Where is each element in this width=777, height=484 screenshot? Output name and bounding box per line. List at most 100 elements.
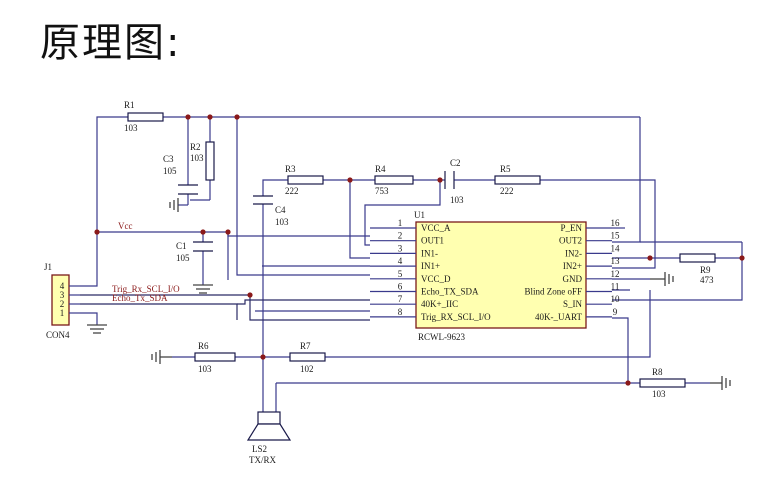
ic-pin-num: 5 <box>398 269 403 279</box>
ic-pin-num: 1 <box>398 218 403 228</box>
ic-pin-num: 4 <box>398 256 403 266</box>
svg-text:C3: C3 <box>163 154 174 164</box>
j1-pin-num: 2 <box>60 299 65 309</box>
junctions <box>94 114 745 386</box>
svg-text:103: 103 <box>190 153 204 163</box>
ic-pin-num: 13 <box>611 256 621 266</box>
svg-text:103: 103 <box>652 389 666 399</box>
ic-pin-name: IN1- <box>421 248 438 258</box>
ic-pin-num: 15 <box>611 231 621 241</box>
svg-text:C2: C2 <box>450 158 461 168</box>
ic-pin-num: 7 <box>398 294 403 304</box>
ic-pin-name: Blind Zone oFF <box>524 287 582 297</box>
resistor-r4: R4 753 <box>374 164 414 196</box>
ground-r8 <box>710 376 731 390</box>
resistor-r1: R1 103 <box>124 100 164 133</box>
resistor-r6: R6 103 <box>194 341 236 374</box>
ic-pin-name: OUT2 <box>559 236 582 246</box>
ic-pin-num: 9 <box>613 307 618 317</box>
resistor-r7: R7 102 <box>289 341 326 374</box>
svg-text:105: 105 <box>163 166 177 176</box>
ic-pin-num: 12 <box>611 269 620 279</box>
svg-text:753: 753 <box>375 186 389 196</box>
ic-pin-name: VCC_A <box>421 223 451 233</box>
ic-pin-num: 8 <box>398 307 403 317</box>
svg-text:LS2: LS2 <box>252 444 267 454</box>
ground-c3 <box>169 198 179 212</box>
net-trig: Trig_Rx_SCL_I/O <box>112 284 180 294</box>
ic-pin-name: IN2- <box>565 248 582 258</box>
ground-symbols <box>87 198 731 390</box>
ic-pin-name: S_IN <box>563 299 583 309</box>
ic-pin-name: IN1+ <box>421 261 440 271</box>
svg-text:R3: R3 <box>285 164 296 174</box>
svg-text:R6: R6 <box>198 341 209 351</box>
capacitor-c4: C4 103 <box>253 195 289 227</box>
net-vcc: Vcc <box>118 221 133 231</box>
net-echo: Echo_Tx_SDA <box>112 293 168 303</box>
ic-pin-num: 6 <box>398 282 403 292</box>
j1-pin-num: 3 <box>60 290 65 300</box>
ground-pin12 <box>650 272 674 286</box>
svg-text:222: 222 <box>285 186 299 196</box>
ic-pin-name: Trig_RX_SCL_I/O <box>421 312 491 322</box>
j1-part: CON4 <box>46 330 70 340</box>
ic-pin-name: OUT1 <box>421 236 444 246</box>
ic-pin-num: 3 <box>398 243 403 253</box>
svg-text:R9: R9 <box>700 265 711 275</box>
svg-text:102: 102 <box>300 364 314 374</box>
ic-pin-num: 16 <box>611 218 621 228</box>
ic-pin-name: IN2+ <box>563 261 582 271</box>
ic-pin-name: GND <box>563 274 583 284</box>
svg-text:103: 103 <box>124 123 138 133</box>
ic-part: RCWL-9623 <box>418 332 465 342</box>
svg-text:103: 103 <box>275 217 289 227</box>
speaker-ls2: LS2 TX/RX <box>246 411 292 465</box>
svg-text:R5: R5 <box>500 164 511 174</box>
svg-text:R8: R8 <box>652 367 663 377</box>
svg-text:473: 473 <box>700 275 714 285</box>
ground-c1 <box>193 284 213 294</box>
ic-pin-num: 10 <box>611 294 621 304</box>
svg-text:R4: R4 <box>375 164 386 174</box>
ic-pin-name: VCC_D <box>421 274 451 284</box>
ic-pin-name: 40K-_UART <box>535 312 582 322</box>
capacitor-c1: C1 105 <box>176 241 213 263</box>
j1-pin-num: 1 <box>60 308 65 318</box>
page-title: 原理图: <box>40 20 182 66</box>
wires <box>80 116 743 415</box>
capacitor-c2: C2 103 <box>444 158 464 205</box>
resistor-r2: R2 103 <box>190 141 215 181</box>
svg-text:105: 105 <box>176 253 190 263</box>
ic-pin-name: 40K+_IIC <box>421 299 458 309</box>
ic-pin-num: 14 <box>611 243 621 253</box>
ic-pin-num: 2 <box>398 231 403 241</box>
svg-text:222: 222 <box>500 186 514 196</box>
svg-text:C4: C4 <box>275 205 286 215</box>
ic-pin-name: P_EN <box>560 223 582 233</box>
svg-text:C1: C1 <box>176 241 187 251</box>
resistor-r9: R9 473 <box>679 253 716 285</box>
j1-ref: J1 <box>44 262 52 272</box>
ic-pin-name: Echo_TX_SDA <box>421 287 479 297</box>
resistor-r3: R3 222 <box>285 164 324 196</box>
ground-r6 <box>151 350 172 364</box>
j1-pin-num: 4 <box>60 281 65 291</box>
svg-text:103: 103 <box>198 364 212 374</box>
capacitor-c3: C3 105 <box>163 154 198 195</box>
ic-ref: U1 <box>414 210 425 220</box>
svg-text:R7: R7 <box>300 341 311 351</box>
svg-text:103: 103 <box>450 195 464 205</box>
svg-text:R2: R2 <box>190 142 201 152</box>
ground-j1 <box>87 324 107 334</box>
svg-text:R1: R1 <box>124 100 135 110</box>
ic-pin-num: 11 <box>611 282 620 292</box>
resistor-r5: R5 222 <box>494 164 541 196</box>
resistor-r8: R8 103 <box>639 367 686 399</box>
